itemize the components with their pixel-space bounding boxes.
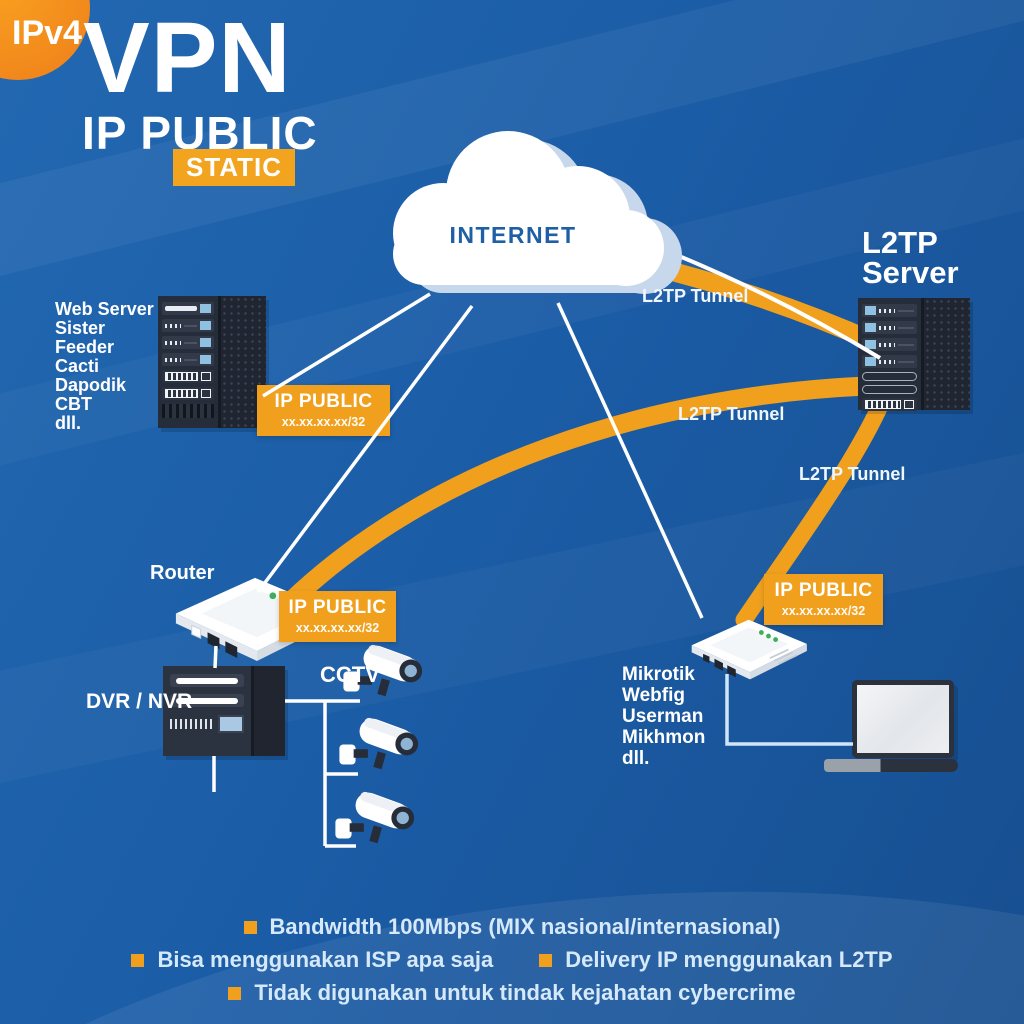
- dvr-face: [163, 666, 251, 756]
- footer-bullet-text: Bisa menggunakan ISP apa saja: [157, 947, 494, 972]
- footer-row: Tidak digunakan untuk tindak kejahatan c…: [0, 980, 1024, 1013]
- footer-bullet-text: Delivery IP menggunakan L2TP: [565, 947, 893, 972]
- ipv4-badge-label: IPv4: [12, 14, 82, 52]
- footer-bullet-text: Tidak digunakan untuk tindak kejahatan c…: [254, 980, 796, 1005]
- web-server-item: Dapodik: [55, 375, 127, 395]
- tunnel-label-1: L2TP Tunnel: [642, 286, 749, 306]
- web-server-rack-icon: [158, 296, 266, 428]
- rack-unit: [162, 302, 215, 315]
- cctv-camera-icon: [335, 791, 415, 844]
- footer-bullet: Delivery IP menggunakan L2TP: [539, 947, 893, 973]
- ip-public-box-router: IP PUBLIC xx.xx.xx.xx/32: [279, 591, 396, 642]
- footer-bullet: Bisa menggunakan ISP apa saja: [131, 947, 493, 973]
- page-title: VPN: [83, 2, 292, 114]
- ip-public-value: xx.xx.xx.xx/32: [781, 604, 866, 618]
- mikrotik-item: Mikhmon: [622, 727, 706, 748]
- cctv-camera-icon: [339, 717, 419, 770]
- rack-units: [858, 298, 921, 411]
- line-cloud-to-mikrotik: [556, 302, 704, 619]
- dvr-icon: [163, 666, 285, 756]
- l2tp-server-heading: L2TP Server: [862, 225, 959, 290]
- web-server-item: Web Server: [55, 299, 154, 319]
- rack-units: [158, 296, 218, 428]
- dvr-tray: [170, 674, 244, 687]
- laptop-screen: [852, 680, 954, 758]
- cctv-label: CCTV: [320, 662, 380, 687]
- ip-public-title: IP PUBLIC: [274, 391, 373, 412]
- rack-unit: [162, 336, 215, 349]
- web-server-label-list: Web Server Sister Feeder Cacti Dapodik C…: [55, 300, 154, 433]
- tunnel-label-3: L2TP Tunnel: [799, 464, 906, 484]
- ip-public-value: xx.xx.xx.xx/32: [295, 621, 380, 635]
- web-server-item: Cacti: [55, 356, 100, 376]
- l2tp-server-heading-line2: Server: [862, 255, 959, 290]
- rack-unit: [862, 372, 917, 381]
- ip-public-value: xx.xx.xx.xx/32: [281, 415, 366, 429]
- router-label: Router: [150, 562, 215, 584]
- mikrotik-item: dll.: [622, 748, 650, 769]
- ip-public-title: IP PUBLIC: [774, 580, 873, 601]
- rack-unit: [862, 355, 917, 368]
- ip-public-title: IP PUBLIC: [288, 597, 387, 618]
- dvr-label: DVR / NVR: [86, 690, 193, 713]
- rack-unit: [862, 321, 917, 334]
- footer-bullet: Bandwidth 100Mbps (MIX nasional/internas…: [243, 914, 781, 940]
- laptop-icon: [824, 680, 958, 772]
- dvr-side-panel: [250, 666, 285, 756]
- footer-notes: Bandwidth 100Mbps (MIX nasional/internas…: [0, 914, 1024, 1013]
- ip-public-box-mikrotik: IP PUBLIC xx.xx.xx.xx/32: [764, 574, 883, 625]
- rack-unit: [162, 387, 215, 400]
- cloud-icon: [393, 131, 682, 294]
- static-tag: STATIC: [173, 149, 295, 186]
- mikrotik-item: Mikrotik: [622, 664, 695, 685]
- rack-side-panel: [920, 298, 970, 410]
- internet-cloud: INTERNET: [368, 118, 708, 318]
- web-server-item: CBT: [55, 394, 92, 414]
- rack-unit: [862, 338, 917, 351]
- web-server-item: dll.: [55, 413, 81, 433]
- dvr-front-row: [170, 714, 244, 734]
- rack-unit: [162, 370, 215, 383]
- bullet-square-icon: [243, 920, 257, 934]
- internet-label: INTERNET: [449, 222, 577, 248]
- bullet-square-icon: [228, 986, 242, 1000]
- rack-unit: [862, 385, 917, 394]
- bullet-square-icon: [539, 953, 553, 967]
- rack-vents: [162, 404, 215, 418]
- ip-public-box-webserver: IP PUBLIC xx.xx.xx.xx/32: [257, 385, 390, 436]
- l2tp-server-heading-line1: L2TP: [862, 225, 938, 260]
- web-server-item: Sister: [55, 318, 106, 338]
- line-cloud-to-router: [256, 304, 474, 594]
- laptop-base: [824, 759, 958, 772]
- mikrotik-item: Userman: [622, 706, 704, 727]
- rack-unit: [162, 319, 215, 332]
- dvr-tray: [170, 694, 244, 707]
- mikrotik-router-icon: [691, 619, 807, 680]
- rack-unit: [862, 398, 917, 411]
- web-server-item: Feeder: [55, 337, 115, 357]
- l2tp-server-rack-icon: [858, 298, 970, 411]
- mikrotik-item: Webfig: [622, 685, 685, 706]
- mikrotik-label-list: Mikrotik Webfig Userman Mikhmon dll.: [622, 664, 705, 769]
- rack-unit: [162, 353, 215, 366]
- footer-bullet-text: Bandwidth 100Mbps (MIX nasional/internas…: [269, 914, 781, 939]
- bullet-square-icon: [131, 953, 145, 967]
- rack-unit: [862, 304, 917, 317]
- cctv-camera-icon: [343, 644, 423, 697]
- footer-bullet: Tidak digunakan untuk tindak kejahatan c…: [228, 980, 796, 1006]
- footer-row: Bisa menggunakan ISP apa saja Delivery I…: [0, 947, 1024, 980]
- footer-row: Bandwidth 100Mbps (MIX nasional/internas…: [0, 914, 1024, 947]
- tunnel-label-2: L2TP Tunnel: [678, 404, 785, 424]
